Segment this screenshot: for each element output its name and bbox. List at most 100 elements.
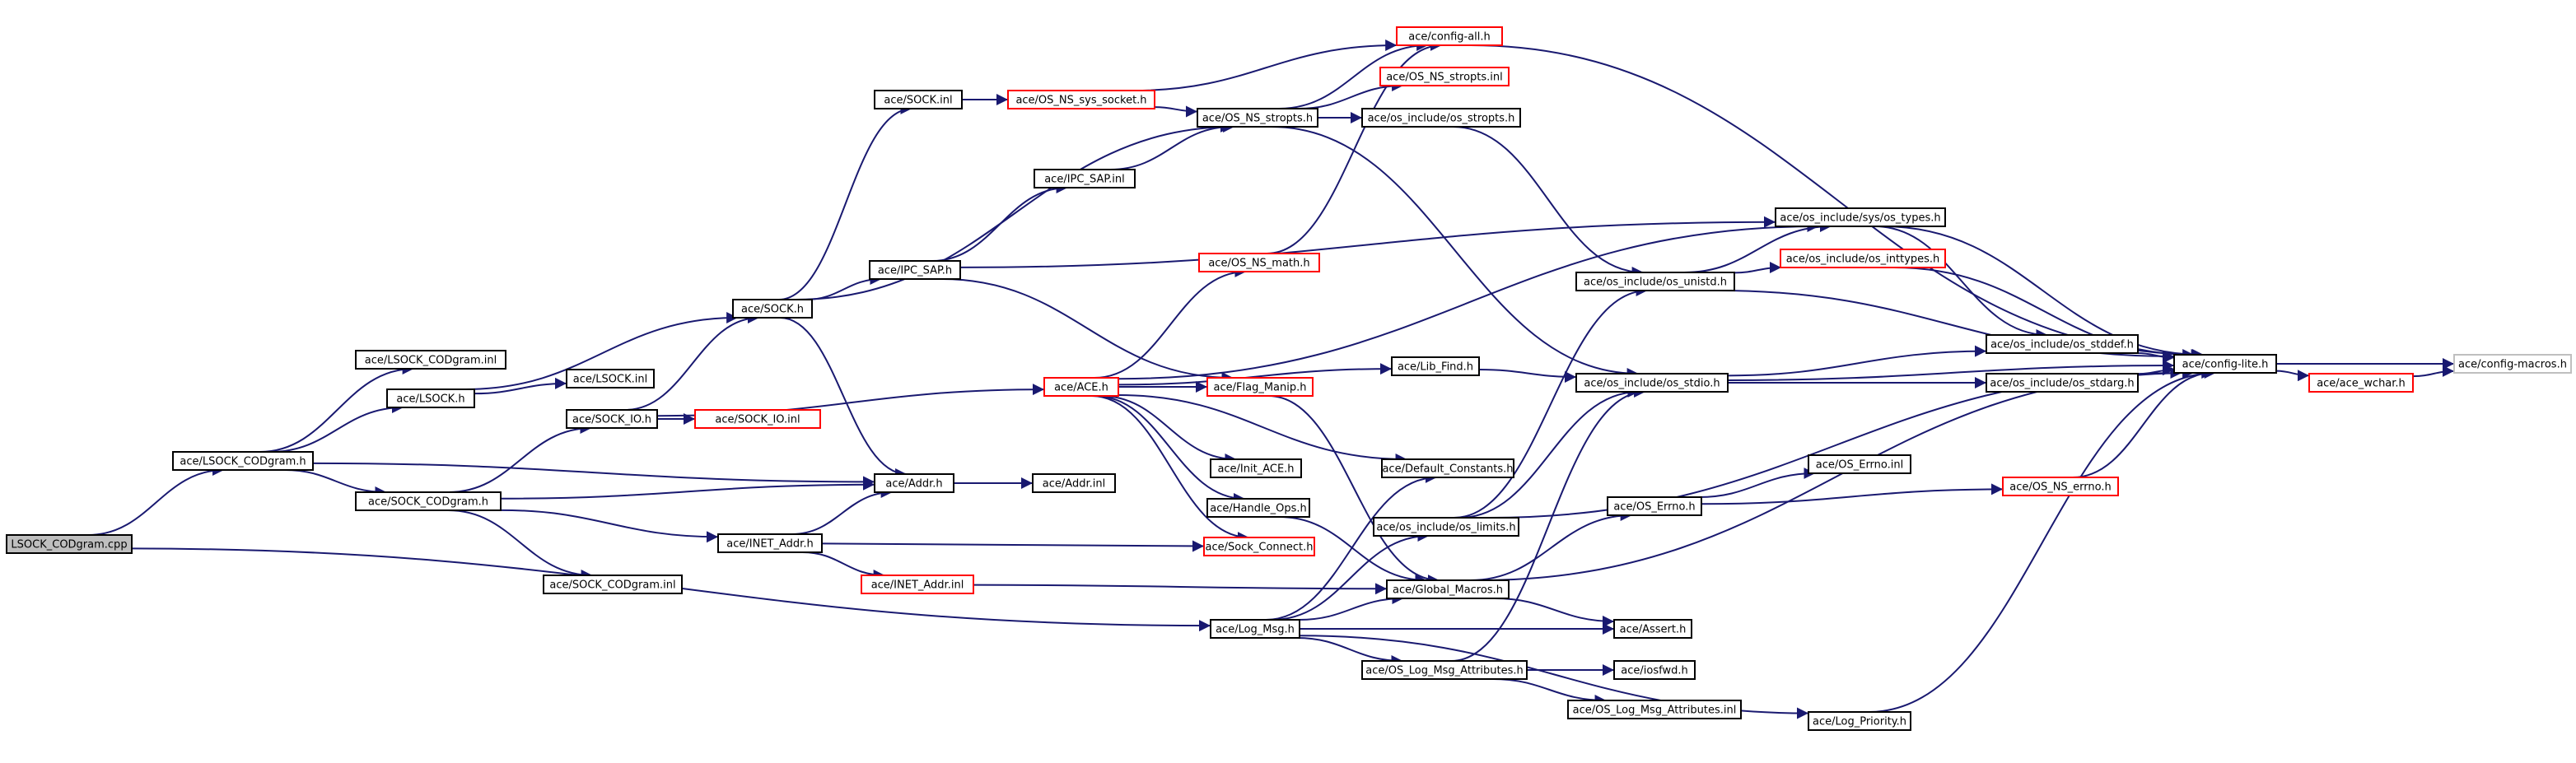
node-box[interactable] (355, 350, 506, 370)
file-node-global-macros-h[interactable]: ace/Global_Macros.h (1386, 579, 1510, 599)
node-box[interactable] (1986, 334, 2139, 354)
file-node-flag-manip-h[interactable]: ace/Flag_Manip.h (1206, 377, 1314, 397)
node-box[interactable] (694, 409, 821, 429)
file-node-config-macros-h[interactable]: ace/config-macros.h (2453, 354, 2572, 374)
file-node-os-include-os-inttypes-h[interactable]: ace/os_include/os_inttypes.h (1780, 249, 1946, 268)
node-box[interactable] (1361, 108, 1521, 128)
node-box[interactable] (1203, 537, 1315, 556)
node-box[interactable] (1567, 700, 1742, 719)
file-node-lsock-codgram-h[interactable]: ace/LSOCK_CODgram.h (172, 451, 314, 471)
node-box[interactable] (1210, 458, 1302, 478)
node-box[interactable] (874, 90, 963, 109)
file-node-iosfwd-h[interactable]: ace/iosfwd.h (1613, 660, 1696, 680)
file-node-os-include-sys-os-types-h[interactable]: ace/os_include/sys/os_types.h (1775, 207, 1946, 227)
file-node-default-constants-h[interactable]: ace/Default_Constants.h (1381, 458, 1514, 478)
node-box[interactable] (1808, 454, 1911, 474)
node-box[interactable] (2308, 373, 2414, 393)
file-node-os-log-msg-attributes-h[interactable]: ace/OS_Log_Msg_Attributes.h (1361, 660, 1528, 680)
node-box[interactable] (1197, 108, 1318, 128)
file-node-sock-h[interactable]: ace/SOCK.h (732, 299, 813, 319)
node-box[interactable] (1007, 90, 1155, 109)
file-node-assert-h[interactable]: ace/Assert.h (1613, 619, 1692, 639)
file-node-ipc-sap-inl[interactable]: ace/IPC_SAP.inl (1034, 169, 1136, 188)
node-box[interactable] (1808, 711, 1911, 731)
node-box[interactable] (1613, 619, 1692, 639)
file-node-sock-connect-h[interactable]: ace/Sock_Connect.h (1203, 537, 1315, 556)
node-box[interactable] (2173, 354, 2277, 374)
file-node-lsock-codgram-inl[interactable]: ace/LSOCK_CODgram.inl (355, 350, 506, 370)
node-box[interactable] (1575, 373, 1729, 393)
file-node-os-ns-stropts-inl[interactable]: ace/OS_NS_stropts.inl (1379, 67, 1510, 86)
node-box[interactable] (1613, 660, 1696, 680)
node-box[interactable] (543, 575, 683, 594)
file-node-sock-codgram-h[interactable]: ace/SOCK_CODgram.h (355, 491, 502, 511)
file-node-root[interactable]: LSOCK_CODgram.cpp (6, 534, 133, 554)
node-box[interactable] (1373, 517, 1519, 537)
node-box[interactable] (386, 388, 475, 408)
node-box[interactable] (172, 451, 314, 471)
node-box[interactable] (566, 369, 655, 388)
node-box[interactable] (2453, 354, 2572, 374)
file-node-config-lite-h[interactable]: ace/config-lite.h (2173, 354, 2277, 374)
file-node-addr-inl[interactable]: ace/Addr.inl (1032, 473, 1116, 493)
node-box[interactable] (6, 534, 133, 554)
file-node-os-ns-math-h[interactable]: ace/OS_NS_math.h (1198, 253, 1320, 272)
file-node-addr-h[interactable]: ace/Addr.h (874, 473, 954, 493)
node-box[interactable] (1206, 498, 1310, 518)
node-box[interactable] (1198, 253, 1320, 272)
file-node-sock-inl[interactable]: ace/SOCK.inl (874, 90, 963, 109)
file-node-sock-io-inl[interactable]: ace/SOCK_IO.inl (694, 409, 821, 429)
file-node-handle-ops-h[interactable]: ace/Handle_Ops.h (1206, 498, 1310, 518)
file-node-os-include-os-unistd-h[interactable]: ace/os_include/os_unistd.h (1575, 272, 1735, 291)
file-node-os-include-os-stddef-h[interactable]: ace/os_include/os_stddef.h (1986, 334, 2139, 354)
node-box[interactable] (1986, 373, 2139, 393)
file-node-ace-wchar-h[interactable]: ace/ace_wchar.h (2308, 373, 2414, 393)
file-node-os-ns-errno-h[interactable]: ace/OS_NS_errno.h (2002, 477, 2119, 496)
file-node-os-include-os-stdarg-h[interactable]: ace/os_include/os_stdarg.h (1986, 373, 2139, 393)
node-box[interactable] (1396, 26, 1503, 46)
file-node-log-priority-h[interactable]: ace/Log_Priority.h (1808, 711, 1911, 731)
file-node-os-include-os-stdio-h[interactable]: ace/os_include/os_stdio.h (1575, 373, 1729, 393)
node-box[interactable] (1379, 67, 1510, 86)
node-box[interactable] (1043, 377, 1119, 397)
node-box[interactable] (566, 409, 658, 429)
node-box[interactable] (1391, 356, 1480, 376)
node-box[interactable] (1206, 377, 1314, 397)
file-node-sock-codgram-inl[interactable]: ace/SOCK_CODgram.inl (543, 575, 683, 594)
node-box[interactable] (717, 533, 823, 553)
node-box[interactable] (1034, 169, 1136, 188)
file-node-os-errno-inl[interactable]: ace/OS_Errno.inl (1808, 454, 1911, 474)
file-node-os-errno-h[interactable]: ace/OS_Errno.h (1607, 496, 1702, 516)
file-node-os-log-msg-attributes-inl[interactable]: ace/OS_Log_Msg_Attributes.inl (1567, 700, 1742, 719)
node-box[interactable] (1361, 660, 1528, 680)
file-node-inet-addr-h[interactable]: ace/INET_Addr.h (717, 533, 823, 553)
node-box[interactable] (861, 575, 974, 594)
file-node-ipc-sap-h[interactable]: ace/IPC_SAP.h (869, 260, 961, 280)
node-box[interactable] (1780, 249, 1946, 268)
file-node-inet-addr-inl[interactable]: ace/INET_Addr.inl (861, 575, 974, 594)
file-node-os-ns-stropts-h[interactable]: ace/OS_NS_stropts.h (1197, 108, 1318, 128)
file-node-os-include-os-stropts-h[interactable]: ace/os_include/os_stropts.h (1361, 108, 1521, 128)
file-node-sock-io-h[interactable]: ace/SOCK_IO.h (566, 409, 658, 429)
file-node-log-msg-h[interactable]: ace/Log_Msg.h (1210, 619, 1300, 639)
node-box[interactable] (1575, 272, 1735, 291)
node-box[interactable] (1210, 619, 1300, 639)
node-box[interactable] (1607, 496, 1702, 516)
node-box[interactable] (1032, 473, 1116, 493)
node-box[interactable] (355, 491, 502, 511)
file-node-os-include-os-limits-h[interactable]: ace/os_include/os_limits.h (1373, 517, 1519, 537)
file-node-config-all-h[interactable]: ace/config-all.h (1396, 26, 1503, 46)
node-box[interactable] (2002, 477, 2119, 496)
file-node-lib-find-h[interactable]: ace/Lib_Find.h (1391, 356, 1480, 376)
node-box[interactable] (1386, 579, 1510, 599)
node-box[interactable] (874, 473, 954, 493)
node-box[interactable] (869, 260, 961, 280)
node-box[interactable] (1381, 458, 1514, 478)
file-node-os-ns-sys-socket-h[interactable]: ace/OS_NS_sys_socket.h (1007, 90, 1155, 109)
node-box[interactable] (1775, 207, 1946, 227)
node-box[interactable] (732, 299, 813, 319)
file-node-lsock-h[interactable]: ace/LSOCK.h (386, 388, 475, 408)
file-node-init-ace-h[interactable]: ace/Init_ACE.h (1210, 458, 1302, 478)
file-node-ace-h[interactable]: ace/ACE.h (1043, 377, 1119, 397)
file-node-lsock-inl[interactable]: ace/LSOCK.inl (566, 369, 655, 388)
